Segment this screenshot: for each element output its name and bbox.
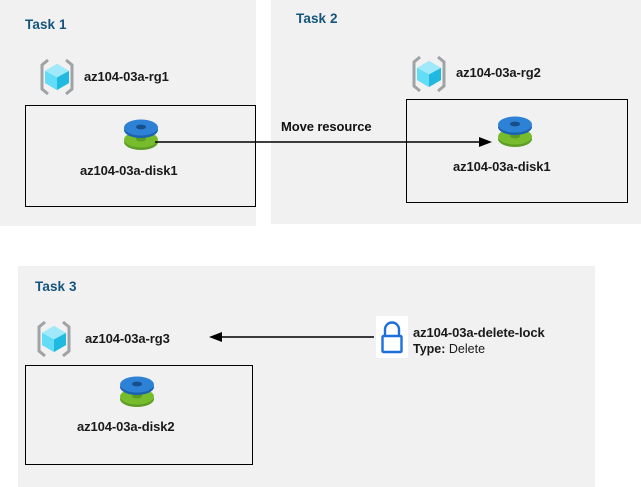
panel-title-task1: Task 1 xyxy=(25,17,67,32)
panel-task1 xyxy=(0,0,256,226)
resource-group-icon xyxy=(36,56,78,98)
lock-icon xyxy=(376,316,408,358)
managed-disk-icon xyxy=(493,112,537,154)
panel-title-task2: Task 2 xyxy=(296,11,338,26)
connector-label-move-resource: Move resource xyxy=(281,119,372,134)
resource-label-task3-disk2: az104-03a-disk2 xyxy=(77,419,175,434)
managed-disk-icon xyxy=(119,115,163,157)
resource-group-icon xyxy=(33,318,75,360)
resource-label-task2-disk1: az104-03a-disk1 xyxy=(453,159,551,174)
resource-container-task2 xyxy=(406,99,628,203)
lock-type-key: Type: xyxy=(413,342,446,356)
resource-label-task1-disk1: az104-03a-disk1 xyxy=(80,163,178,178)
panel-task3 xyxy=(18,266,595,487)
lock-type-label: Type: Delete xyxy=(413,342,485,356)
resource-group-icon xyxy=(408,53,450,95)
resource-container-task3 xyxy=(25,365,253,465)
lock-type-value: Delete xyxy=(448,342,486,356)
lock-name-label: az104-03a-delete-lock xyxy=(413,325,545,340)
resource-group-label-rg1: az104-03a-rg1 xyxy=(84,69,169,84)
managed-disk-icon xyxy=(115,372,159,414)
resource-container-task1 xyxy=(25,105,256,207)
panel-title-task3: Task 3 xyxy=(35,279,77,294)
resource-group-label-rg2: az104-03a-rg2 xyxy=(456,65,541,80)
resource-group-label-rg3: az104-03a-rg3 xyxy=(85,331,170,346)
panel-task2 xyxy=(271,0,641,224)
